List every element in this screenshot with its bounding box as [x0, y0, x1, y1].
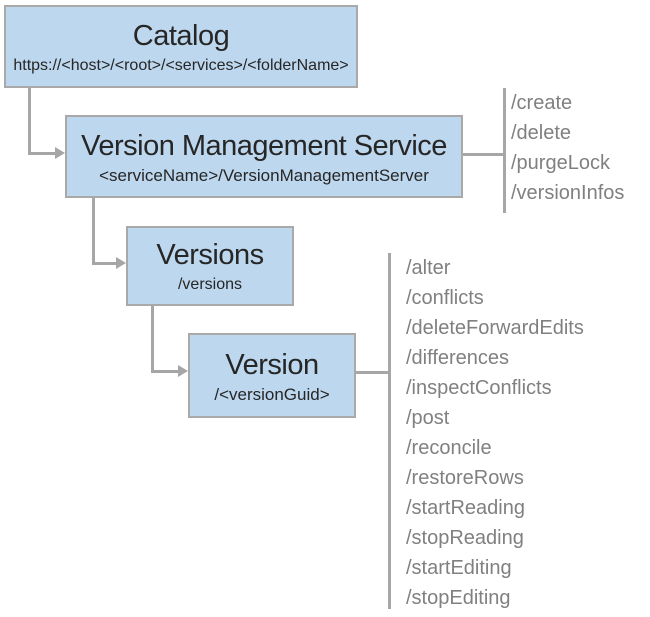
- catalog-url-template: https://<host>/<root>/<services>/<folder…: [13, 56, 349, 74]
- version-operation: /post: [406, 407, 450, 429]
- version-operations-bracket: [388, 253, 391, 609]
- arrowhead-versions-version-icon: [178, 365, 188, 377]
- version-operation: /reconcile: [406, 437, 492, 459]
- node-version: Version /<versionGuid>: [188, 333, 356, 418]
- version-operation: /deleteForwardEdits: [406, 317, 584, 339]
- version-operation: /inspectConflicts: [406, 377, 552, 399]
- version-path-template: /<versionGuid>: [214, 384, 330, 404]
- version-operation: /restoreRows: [406, 467, 524, 489]
- vms-operation: /delete: [511, 122, 572, 144]
- connector-vms-versions-vertical: [92, 198, 95, 265]
- connector-versions-version-vertical: [151, 306, 154, 373]
- version-operation: /differences: [406, 347, 510, 369]
- connector-versions-version-horizontal: [151, 370, 179, 373]
- version-operation: /stopEditing: [406, 587, 511, 609]
- vms-title: Version Management Service: [81, 129, 447, 162]
- arrowhead-catalog-vms-icon: [55, 147, 65, 159]
- vms-operations-bracket: [503, 88, 506, 213]
- vms-operation: /purgeLock: [511, 152, 610, 174]
- version-operation: /conflicts: [406, 287, 484, 309]
- connector-vms-operations: [463, 153, 504, 156]
- vms-path-template: <serviceName>/VersionManagementServer: [99, 165, 429, 185]
- catalog-title: Catalog: [132, 19, 230, 52]
- connector-catalog-vms-horizontal: [28, 152, 56, 155]
- version-operation: /stopReading: [406, 527, 524, 549]
- version-operation: /startReading: [406, 497, 525, 519]
- node-version-management-service: Version Management Service <serviceName>…: [65, 115, 463, 198]
- version-title: Version: [225, 348, 319, 381]
- arrowhead-vms-versions-icon: [116, 257, 126, 269]
- version-operation: /alter: [406, 257, 451, 279]
- vms-operation: /create: [511, 92, 573, 114]
- connector-version-operations: [356, 371, 389, 374]
- version-operations-list: /alter /conflicts /deleteForwardEdits /d…: [406, 253, 584, 613]
- node-versions: Versions /versions: [126, 226, 294, 306]
- connector-catalog-vms-vertical: [28, 88, 31, 155]
- version-operation: /startEditing: [406, 557, 512, 579]
- versions-path-template: /versions: [177, 276, 243, 293]
- vms-operation: /versionInfos: [511, 182, 625, 204]
- vms-operations-list: /create /delete /purgeLock /versionInfos: [511, 88, 624, 208]
- versions-title: Versions: [156, 239, 264, 271]
- connector-vms-versions-horizontal: [92, 262, 118, 265]
- node-catalog: Catalog https://<host>/<root>/<services>…: [4, 5, 358, 88]
